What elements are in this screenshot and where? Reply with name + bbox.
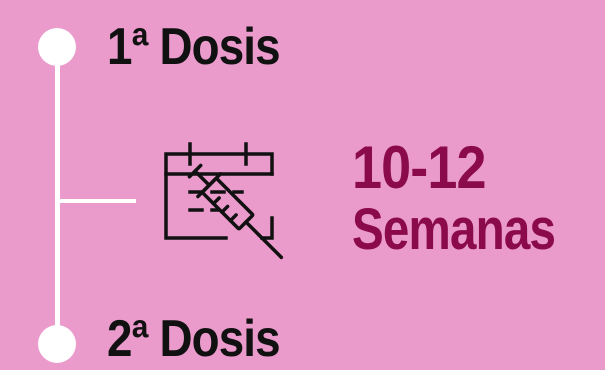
- calendar-syringe-icon: [164, 142, 284, 260]
- second-dose-marker: [38, 325, 76, 363]
- timeline-line: [55, 48, 60, 340]
- timeline-branch: [58, 199, 136, 203]
- interval-unit: Semanas: [352, 197, 556, 262]
- interval-range: 10-12: [352, 134, 487, 201]
- first-dose-marker: [38, 28, 76, 66]
- interval-label: 10-12 Semanas: [352, 137, 600, 261]
- first-dose-label: 1ª Dosis: [107, 18, 281, 76]
- second-dose-label: 2ª Dosis: [107, 310, 281, 368]
